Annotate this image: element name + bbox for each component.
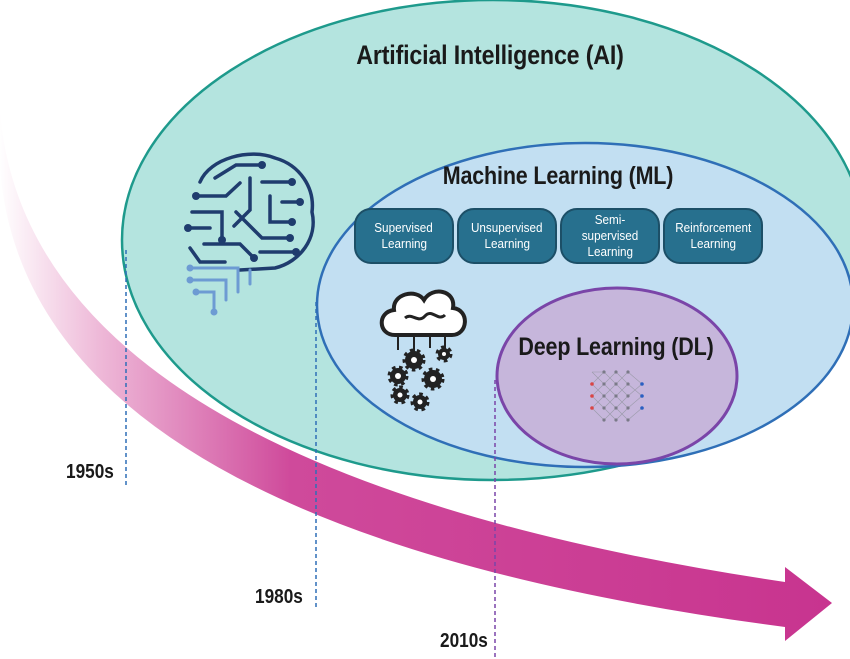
ml-type-unsupervised: Unsupervised Learning [457, 208, 557, 264]
ml-type-line2: Learning [587, 244, 633, 259]
era-label-2010s: 2010s [440, 630, 488, 652]
ml-type-reinforcement: Reinforcement Learning [663, 208, 763, 264]
era-label-1980s: 1980s [255, 586, 303, 608]
ml-type-line1: Unsupervised [471, 220, 543, 235]
circuit-brain-stem-nodes [186, 264, 218, 316]
ml-type-line2: Learning [484, 236, 530, 251]
dl-title: Deep Learning (DL) [518, 333, 714, 361]
ml-type-line1: Supervised [374, 220, 434, 235]
circuit-brain-icon [186, 152, 315, 272]
dl-ellipse [495, 286, 739, 466]
ml-type-line2: Learning [690, 236, 736, 251]
ml-type-supervised: Supervised Learning [354, 208, 454, 264]
ml-type-line2: Learning [381, 236, 427, 251]
circuit-brain-stem [188, 266, 252, 314]
era-label-1950s: 1950s [66, 461, 114, 483]
ml-type-line1: Reinforcement [674, 220, 752, 235]
neural-network-icon [590, 370, 644, 422]
circuit-brain-nodes [184, 161, 304, 262]
ai-title: Artificial Intelligence (AI) [356, 40, 624, 70]
timeline-arrow [0, 112, 832, 641]
ml-type-semi-supervised: Semi-supervised Learning [560, 208, 660, 264]
cloud-gears-icon [379, 289, 467, 412]
ml-type-line1: Semi-supervised [581, 212, 639, 243]
ml-title: Machine Learning (ML) [442, 162, 674, 190]
